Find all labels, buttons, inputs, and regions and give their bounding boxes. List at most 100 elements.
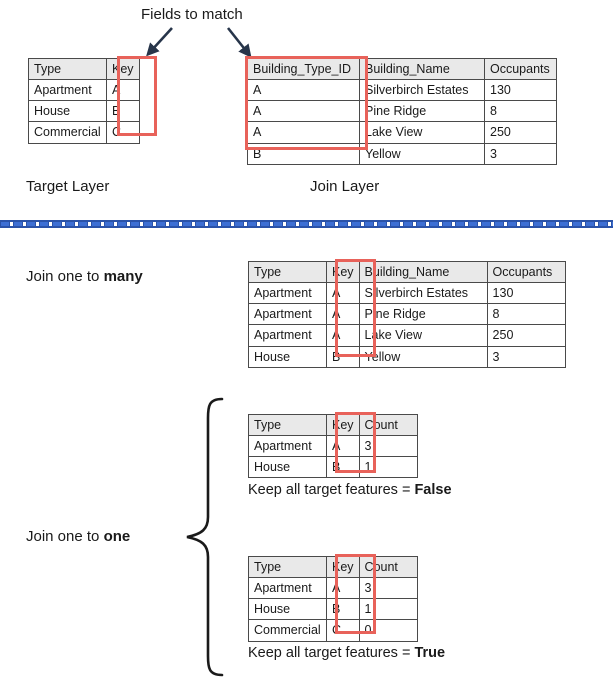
table-row: A Lake View 250 [247,121,557,144]
table-row: A Pine Ridge 8 [247,100,557,123]
table-row: Apartment A 3 [248,577,418,600]
table-row: House B [28,100,140,123]
cell-type: House [28,100,107,123]
cell-occupants: 130 [486,282,566,305]
one-to-one-true-result-table: Type Key Count Apartment A 3 House B 1 C… [248,555,418,642]
join-one-to-many-prefix: Join one to [26,268,104,285]
join-one-to-one-emphasis: one [103,528,131,545]
one-to-one-false-result-table: Type Key Count Apartment A 3 House B 1 [248,413,418,479]
column-header-type: Type [248,260,327,284]
cell-type: House [248,456,327,479]
cell-type: Commercial [28,121,107,144]
curly-brace-icon [182,396,226,678]
table-row: Apartment A Silverbirch Estates 130 [248,282,566,305]
cell-key: B [326,598,360,621]
cell-count: 3 [358,577,418,600]
cell-type: Apartment [248,324,327,347]
arrow-down-left-icon [138,24,184,60]
join-one-to-many-label: Join one to many [26,268,143,286]
cell-type: Apartment [28,79,107,102]
arrow-down-right-icon [222,24,268,60]
table-row: House B 1 [248,598,418,621]
join-layer-caption: Join Layer [310,178,380,195]
cell-occupants: 3 [484,142,557,165]
target-layer-table: Type Key Apartment A House B Commercial … [28,57,140,144]
one-to-many-result-table: Type Key Building_Name Occupants Apartme… [248,260,566,368]
table-row: Commercial C 0 [248,619,418,642]
cell-count: 1 [358,456,418,479]
table-header-row: Type Key Count [248,413,418,437]
table-row: A Silverbirch Estates 130 [247,79,557,102]
cell-type: Apartment [248,577,327,600]
table-header-row: Type Key Count [248,555,418,579]
cell-occupants: 130 [484,79,557,102]
cell-building-type-id: A [247,79,360,102]
one-to-one-false-table: Type Key Count Apartment A 3 House B 1 [248,413,418,479]
join-one-to-one-prefix: Join one to [26,528,104,545]
table-row: Commercial C [28,121,140,144]
table-header-row: Building_Type_ID Building_Name Occupants [247,57,557,81]
one-to-many-table: Type Key Building_Name Occupants Apartme… [248,260,566,368]
table-row: Apartment A [28,79,140,102]
cell-type: Apartment [248,303,327,326]
column-header-building-type-id: Building_Type_ID [247,57,360,81]
cell-key: A [326,324,360,347]
column-header-key: Key [326,413,360,437]
cell-building-name: Yellow [358,345,488,368]
join-one-to-one-label: Join one to one [26,528,130,546]
one-to-one-true-table: Type Key Count Apartment A 3 House B 1 C… [248,555,418,642]
cell-occupants: 8 [484,100,557,123]
cell-key: A [326,435,360,458]
keep-all-false-value: False [414,482,452,498]
cell-type: House [248,598,327,621]
cell-building-name: Silverbirch Estates [358,282,488,305]
cell-occupants: 250 [486,324,566,347]
cell-building-name: Lake View [358,324,488,347]
cell-key: B [106,100,140,123]
table-row: Apartment A Pine Ridge 8 [248,303,566,326]
cell-building-name: Yellow [359,142,485,165]
cell-type: Apartment [248,435,327,458]
cell-building-name: Pine Ridge [359,100,485,123]
column-header-count: Count [358,555,418,579]
keep-all-true-value: True [414,645,446,661]
cell-type: House [248,345,327,368]
cell-occupants: 250 [484,121,557,144]
table-row: House B Yellow 3 [248,345,566,368]
column-header-type: Type [248,413,327,437]
cell-building-type-id: A [247,121,360,144]
cell-key: C [326,619,360,642]
cell-key: B [326,456,360,479]
fields-to-match-label: Fields to match [141,6,243,23]
join-layer-table: Building_Type_ID Building_Name Occupants… [247,57,557,165]
column-header-occupants: Occupants [486,260,566,284]
cell-key: A [106,79,140,102]
cell-type: Commercial [248,619,327,642]
column-header-type: Type [28,57,107,81]
table-row: Apartment A 3 [248,435,418,458]
cell-occupants: 8 [486,303,566,326]
join-one-to-many-emphasis: many [103,268,143,285]
section-divider [0,220,613,228]
cell-key: A [326,282,360,305]
column-header-type: Type [248,555,327,579]
column-header-key: Key [106,57,140,81]
table-header-row: Type Key [28,57,140,81]
keep-all-false-caption: Keep all target features = False [248,482,452,499]
column-header-building-name: Building_Name [358,260,488,284]
cell-building-name: Pine Ridge [358,303,488,326]
table-row: B Yellow 3 [247,142,557,165]
cell-building-name: Silverbirch Estates [359,79,485,102]
target-table: Type Key Apartment A House B Commercial … [28,57,140,144]
cell-key: B [326,345,360,368]
column-header-occupants: Occupants [484,57,557,81]
cell-count: 0 [358,619,418,642]
column-header-key: Key [326,260,360,284]
join-table: Building_Type_ID Building_Name Occupants… [247,57,557,165]
cell-type: Apartment [248,282,327,305]
column-header-key: Key [326,555,360,579]
cell-building-type-id: B [247,142,360,165]
cell-key: C [106,121,140,144]
table-row: House B 1 [248,456,418,479]
cell-count: 1 [358,598,418,621]
